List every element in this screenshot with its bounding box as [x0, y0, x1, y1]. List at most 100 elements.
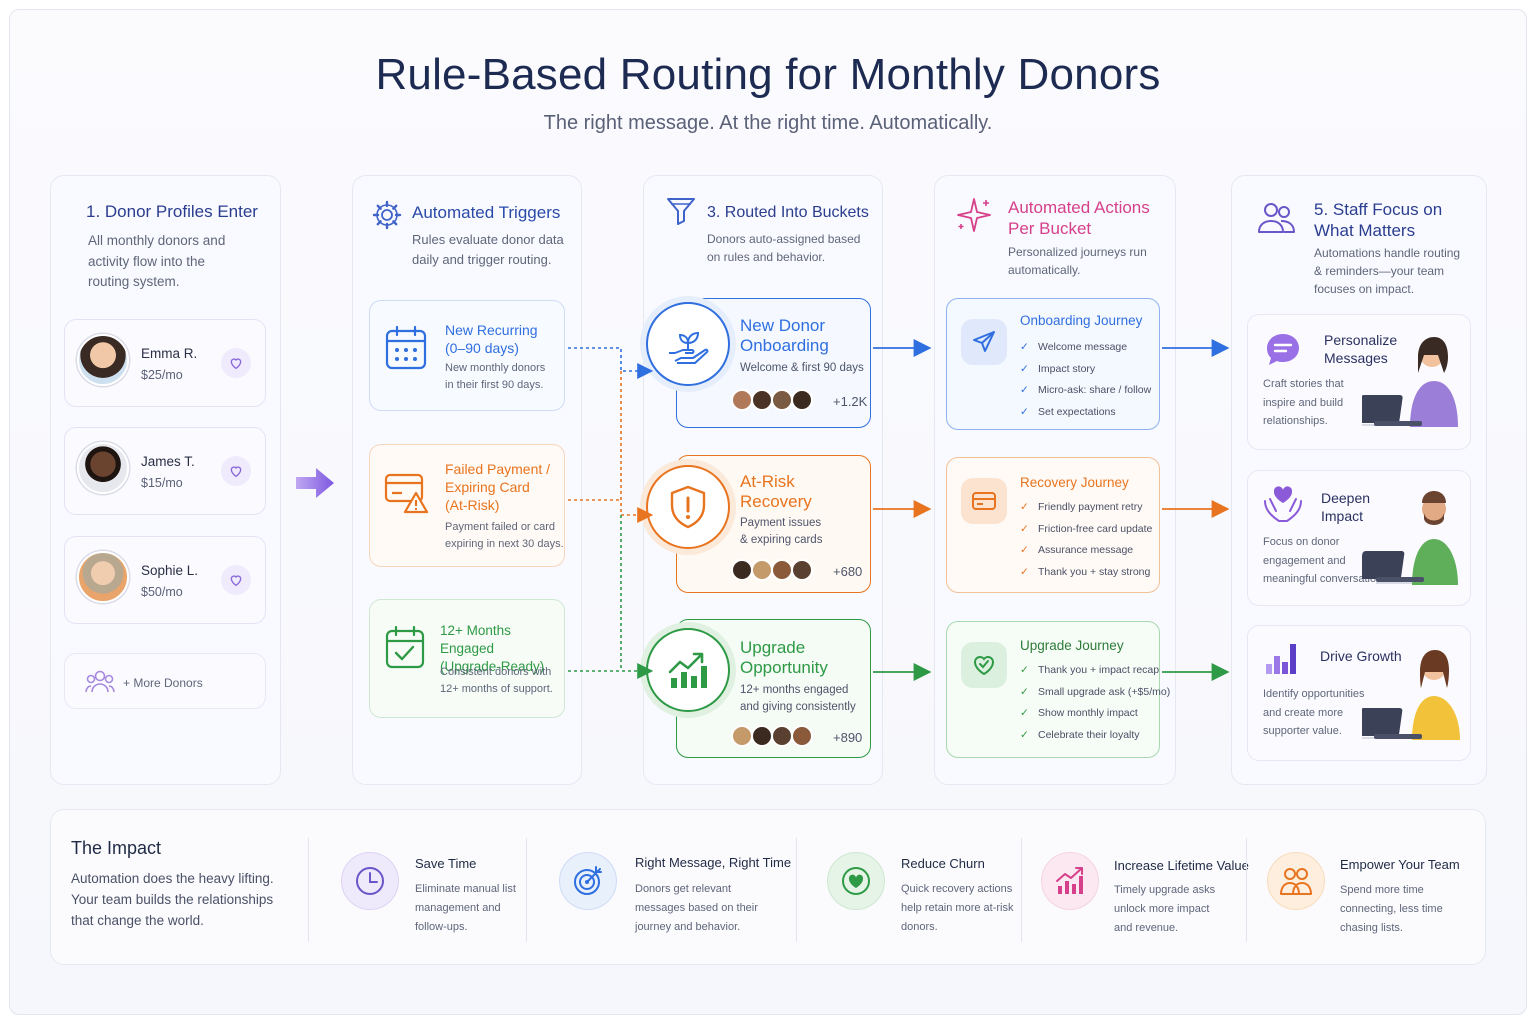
heart-shield-icon [827, 852, 885, 910]
staff-card-deepen[interactable]: Deepen Impact Focus on donor engagement … [1247, 470, 1471, 606]
action-card-upgrade[interactable]: Upgrade Journey ✓Thank you + impact reca… [946, 621, 1170, 758]
trigger-title: New Recurring (0–90 days) [445, 322, 538, 356]
page-title: Rule-Based Routing for Monthly Donors [375, 50, 1161, 99]
clock-icon [341, 852, 399, 910]
donor-avatars [731, 389, 813, 411]
trigger-title: Failed Payment / Expiring Card (At-Risk) [445, 461, 551, 513]
trigger-card-new-recurring[interactable]: New Recurring (0–90 days) New monthly do… [369, 300, 565, 411]
impact-item-desc: Timely upgrade asks unlock more impact a… [1114, 884, 1216, 934]
donor-name: James T. [141, 454, 195, 469]
heart-icon[interactable] [221, 456, 251, 486]
divider [1246, 838, 1247, 942]
more-donors-button[interactable]: + More Donors [64, 653, 266, 709]
donor-avatars [731, 725, 813, 747]
staff-illustration [1362, 331, 1466, 437]
send-icon [961, 319, 1007, 365]
staff-column-title: 5. Staff Focus on What Matters [1314, 200, 1443, 240]
staff-card-personalize[interactable]: Personalize Messages Craft stories that … [1247, 314, 1471, 450]
impact-item-title: Empower Your Team [1340, 857, 1460, 872]
bar-chart-icon [1264, 640, 1296, 676]
staff-column-desc: Automations handle routing & reminders—y… [1314, 246, 1461, 296]
impact-item-title: Right Message, Right Time [635, 855, 792, 870]
impact-item-desc: Quick recovery actions help retain more … [901, 883, 1014, 933]
trigger-title: 12+ Months Engaged (Upgrade-Ready) [440, 623, 545, 674]
action-steps: ✓Welcome message ✓Impact story ✓Micro-as… [1020, 337, 1151, 423]
donor-avatars [731, 559, 813, 581]
calendar-icon [385, 325, 427, 371]
donor-card[interactable]: Emma R. $25/mo [64, 319, 266, 407]
plant-hand-icon [646, 302, 730, 386]
trigger-desc: Consistent donors with 12+ months of sup… [440, 666, 553, 695]
action-step: ✓Thank you + impact recap [1020, 664, 1160, 676]
trigger-card-failed-payment[interactable]: Failed Payment / Expiring Card (At-Risk)… [369, 444, 565, 567]
chat-bubble-icon [1264, 331, 1302, 369]
impact-item-right-message: Right Message, Right Time Donors get rel… [559, 810, 819, 966]
flow-arrow-icon [296, 466, 336, 500]
triggers-column-title: Automated Triggers [412, 203, 561, 222]
impact-item-reduce-churn: Reduce Churn Quick recovery actions help… [827, 810, 1047, 966]
impact-desc: Automation does the heavy lifting. Your … [71, 871, 274, 928]
donor-amount: $50/mo [141, 585, 183, 599]
divider [796, 838, 797, 942]
heart-icon[interactable] [221, 348, 251, 378]
bucket-count: +680 [833, 564, 863, 579]
donor-card[interactable]: James T. $15/mo [64, 427, 266, 515]
staff-card-desc: Identify opportunities and create more s… [1263, 688, 1365, 737]
divider [526, 838, 527, 942]
action-step: ✓Small upgrade ask (+$5/mo) [1020, 685, 1171, 698]
page-subtitle: The right message. At the right time. Au… [543, 112, 993, 134]
impact-item-lifetime-value: Increase Lifetime Value Timely upgrade a… [1041, 810, 1261, 966]
card-warning-icon [384, 471, 430, 515]
impact-title: The Impact [71, 838, 162, 858]
staff-card-growth[interactable]: Drive Growth Identify opportunities and … [1247, 625, 1471, 761]
staff-card-title: Deepen Impact [1321, 490, 1371, 524]
action-step: ✓Set expectations [1020, 405, 1116, 418]
growth-chart-icon [646, 628, 730, 712]
impact-item-save-time: Save Time Eliminate manual list manageme… [341, 810, 561, 966]
target-icon [559, 852, 617, 910]
sparkle-icon [955, 196, 993, 234]
action-card-onboarding[interactable]: Onboarding Journey ✓Welcome message ✓Imp… [946, 298, 1160, 430]
impact-item-empower-team: Empower Your Team Spend more time connec… [1267, 810, 1477, 966]
action-step: ✓Thank you + stay strong [1020, 565, 1151, 578]
avatar [77, 334, 129, 386]
triggers-column-desc: Rules evaluate donor data daily and trig… [412, 232, 564, 267]
donor-card[interactable]: Sophie L. $50/mo [64, 536, 266, 624]
action-step: ✓Assurance message [1020, 544, 1134, 556]
heart-check-icon [961, 642, 1007, 688]
bucket-desc: Payment issues & expiring cards [740, 517, 823, 546]
action-step: ✓Impact story [1020, 362, 1096, 375]
action-card-recovery[interactable]: Recovery Journey ✓Friendly payment retry… [946, 457, 1160, 593]
divider [1021, 838, 1022, 942]
trigger-desc: New monthly donors in their first 90 day… [445, 362, 546, 391]
donor-name: Sophie L. [141, 563, 199, 578]
avatar [77, 551, 129, 603]
bucket-title: Upgrade Opportunity [740, 638, 828, 677]
action-step: ✓Friendly payment retry [1020, 501, 1143, 513]
staff-card-title: Personalize Messages [1324, 332, 1398, 366]
trigger-card-upgrade-ready[interactable]: 12+ Months Engaged (Upgrade-Ready) Consi… [369, 599, 565, 718]
group-icon [85, 668, 115, 694]
actions-column-desc: Personalized journeys run automatically. [1008, 245, 1147, 277]
action-step: ✓Welcome message [1020, 341, 1128, 353]
bucket-count: +890 [833, 730, 863, 745]
staff-card-desc: Craft stories that inspire and build rel… [1263, 378, 1344, 427]
staff-group-icon [1257, 200, 1297, 234]
impact-item-desc: Donors get relevant messages based on th… [635, 883, 758, 933]
team-icon [1267, 852, 1325, 910]
impact-item-title: Increase Lifetime Value [1114, 858, 1249, 873]
hands-heart-icon [1262, 485, 1304, 525]
action-steps: ✓Friendly payment retry ✓Friction-free c… [1020, 497, 1152, 583]
heart-icon[interactable] [221, 565, 251, 595]
bucket-title: New Donor Onboarding [740, 316, 829, 355]
donor-name: Emma R. [141, 346, 198, 361]
avatar [77, 442, 129, 494]
action-title: Recovery Journey [1020, 475, 1129, 490]
action-steps: ✓Thank you + impact recap ✓Small upgrade… [1020, 660, 1170, 746]
donor-amount: $15/mo [141, 476, 183, 490]
calendar-check-icon [385, 625, 427, 671]
growth-chart-icon [1041, 852, 1099, 910]
bucket-desc: Welcome & first 90 days [740, 362, 864, 374]
action-title: Onboarding Journey [1020, 313, 1143, 328]
staff-card-desc: Focus on donor engagement and meaningful… [1263, 536, 1391, 585]
